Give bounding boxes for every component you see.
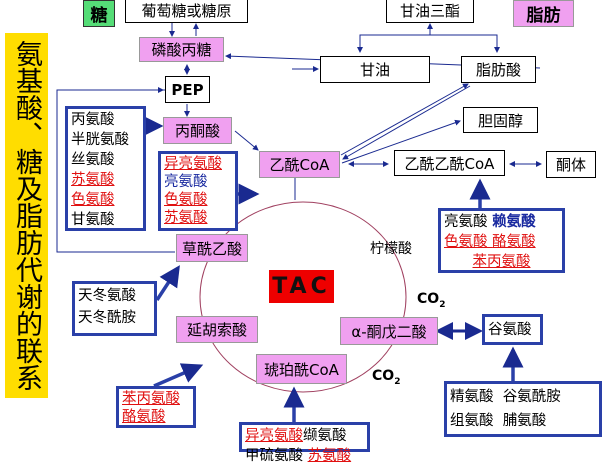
list-item: 谷氨酰胺 [502,389,561,405]
pyruvate-box: 丙酮酸 [163,117,232,144]
citrate-label: 柠檬酸 [370,241,412,257]
list-item: 组氨酸 [450,413,494,429]
fumarate-amino-acids: 苯丙氨酸 酪氨酸 [116,386,196,428]
fumarate-box: 延胡索酸 [176,316,258,343]
list-item: 亮氨酸 [444,214,488,230]
triglyceride-box: 甘油三酯 [386,0,474,23]
list-item: 苏氨酸 [307,448,352,464]
fat-label: 脂肪 [513,0,574,27]
list-item: 亮氨酸 [164,174,208,190]
list-item: 天冬氨酸 [78,288,136,304]
list-item: 天冬酰胺 [78,310,136,326]
glucose-box: 葡萄糖或糖原 [125,0,248,23]
akg-box: α-酮戊二酸 [340,317,438,345]
list-item: 苯丙氨酸 [472,254,531,270]
list-item: 半胱氨酸 [71,132,129,148]
acetyl-coa-box: 乙酰CoA [259,151,340,178]
fatty-acid-box: 脂肪酸 [461,56,536,83]
succinyl-coa-box: 琥珀酰CoA [256,354,347,384]
list-item: 脯氨酸 [502,413,547,429]
glutamate-amino-acids: 精氨酸 谷氨酰胺 组氨酸 脯氨酸 [444,381,602,437]
list-item: 酪氨酸 [492,234,536,250]
glutamate-box: 谷氨酸 [482,314,543,345]
list-item: 苏氨酸 [71,172,115,188]
triose-phosphate-box: 磷酸丙糖 [139,37,224,62]
tac-label: TAC [269,270,334,303]
ketone-box: 酮体 [546,151,596,178]
side-title: 氨基酸、糖及脂肪代谢的联系 [5,33,48,398]
list-item: 丙氨酸 [71,112,115,128]
list-item: 甘氨酸 [71,212,115,228]
pep-box: PEP [165,76,210,103]
aspartate-amino-acids: 天冬氨酸 天冬酰胺 [72,281,157,336]
acetoacetyl-coa-box: 乙酰乙酰CoA [394,150,505,176]
oxaloacetate-box: 草酰乙酸 [176,234,248,262]
sugar-label: 糖 [83,0,115,27]
acetyl-amino-acids: 异亮氨酸 亮氨酸 色氨酸 苏氨酸 [158,151,238,231]
list-item: 缬氨酸 [303,428,347,444]
list-item: 苏氨酸 [164,210,208,226]
ketogenic-amino-acids: 亮氨酸 赖氨酸 色氨酸 酪氨酸 苯丙氨酸 [438,208,565,273]
cholesterol-box: 胆固醇 [463,107,538,133]
co2-label: CO2 [417,291,446,310]
list-item: 精氨酸 [450,389,494,405]
list-item: 甲硫氨酸 [245,448,303,464]
list-item: 色氨酸 [444,234,488,250]
co2-label: CO2 [372,368,401,387]
list-item: 色氨酸 [164,192,208,208]
list-item: 异亮氨酸 [245,428,303,444]
list-item: 异亮氨酸 [164,156,222,172]
list-item: 色氨酸 [71,192,115,208]
succinyl-amino-acids: 异亮氨酸缬氨酸 甲硫氨酸 苏氨酸 [239,422,370,464]
pyruvate-amino-acids: 丙氨酸 半胱氨酸 丝氨酸 苏氨酸 色氨酸 甘氨酸 [65,106,146,231]
list-item: 丝氨酸 [71,152,115,168]
list-item: 赖氨酸 [492,214,536,230]
list-item: 酪氨酸 [122,409,166,425]
list-item: 苯丙氨酸 [122,391,180,407]
glycerol-box: 甘油 [320,56,430,83]
